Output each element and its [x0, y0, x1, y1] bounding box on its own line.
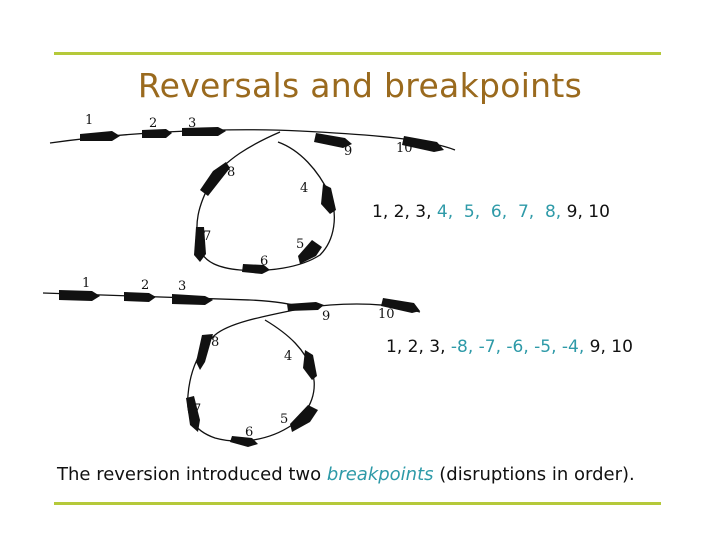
- label-10: 10: [396, 141, 413, 156]
- label-8-b: 8: [211, 335, 219, 350]
- label-6-b: 6: [245, 425, 253, 440]
- label-5-b: 5: [280, 412, 288, 427]
- label-4-b: 4: [284, 349, 292, 364]
- label-3-b: 3: [178, 279, 186, 294]
- gene-9-b: [287, 302, 324, 311]
- label-7: 7: [203, 229, 211, 244]
- label-9-b: 9: [322, 309, 330, 324]
- gene-5: [298, 240, 322, 264]
- sequence-part: 9, 10: [589, 337, 633, 357]
- label-1-b: 1: [82, 276, 90, 291]
- caption-text: (disruptions in order).: [433, 464, 635, 485]
- gene-6: [242, 264, 270, 274]
- label-9: 9: [344, 144, 352, 159]
- sequence-before: 1, 2, 3, 4, 5, 6, 7, 8, 9, 10: [372, 202, 610, 222]
- sequence-part: 1, 2, 3,: [386, 337, 451, 357]
- sequence-part: 9, 10: [566, 202, 610, 222]
- top-chromosome: 1 2 3 9 10 8 4 7 6 5: [49, 113, 456, 274]
- gene-1: [80, 131, 120, 141]
- gene-8-b: [196, 334, 213, 370]
- label-5: 5: [296, 237, 304, 252]
- sequence-part-highlight: 4, 5, 6,: [436, 202, 518, 222]
- bottom-rule: [54, 502, 661, 505]
- top-rule: [54, 52, 661, 55]
- sequence-part-highlight: 7, 8,: [517, 202, 567, 222]
- label-2-b: 2: [141, 278, 149, 293]
- gene-1-b: [59, 290, 100, 301]
- gene-3-b: [172, 294, 213, 305]
- gene-10-b: [381, 298, 420, 313]
- label-6: 6: [260, 254, 268, 269]
- label-1: 1: [85, 113, 93, 128]
- gene-6-b: [230, 436, 258, 447]
- gene-9: [314, 133, 352, 148]
- label-8: 8: [227, 165, 235, 180]
- bottom-chromosome: 1 2 3 9 10 8 4 7 6 5: [42, 276, 421, 447]
- slide-title: Reversals and breakpoints: [137, 66, 583, 105]
- gene-2: [142, 129, 172, 138]
- sequence-after: 1, 2, 3, -8, -7, -6, -5, -4, 9, 10: [386, 337, 633, 357]
- gene-8: [200, 162, 230, 196]
- label-10-b: 10: [378, 307, 395, 322]
- caption-text: The reversion introduced two: [57, 464, 327, 485]
- label-3: 3: [188, 116, 196, 131]
- gene-7: [194, 227, 206, 262]
- sequence-part-highlight: -8, -7, -6, -5, -4,: [450, 337, 590, 357]
- gene-10: [402, 136, 444, 152]
- caption-emphasis: breakpoints: [326, 464, 434, 485]
- gene-4: [321, 184, 336, 214]
- label-2: 2: [149, 116, 157, 131]
- caption: The reversion introduced two breakpoints…: [57, 464, 635, 485]
- label-4: 4: [300, 181, 308, 196]
- gene-7-b: [186, 396, 200, 432]
- sequence-part: 1, 2, 3,: [372, 202, 437, 222]
- label-7-b: 7: [193, 402, 201, 417]
- gene-2-b: [124, 292, 156, 302]
- gene-3: [182, 127, 226, 136]
- gene-4-b: [303, 350, 317, 380]
- gene-5-b: [290, 405, 318, 432]
